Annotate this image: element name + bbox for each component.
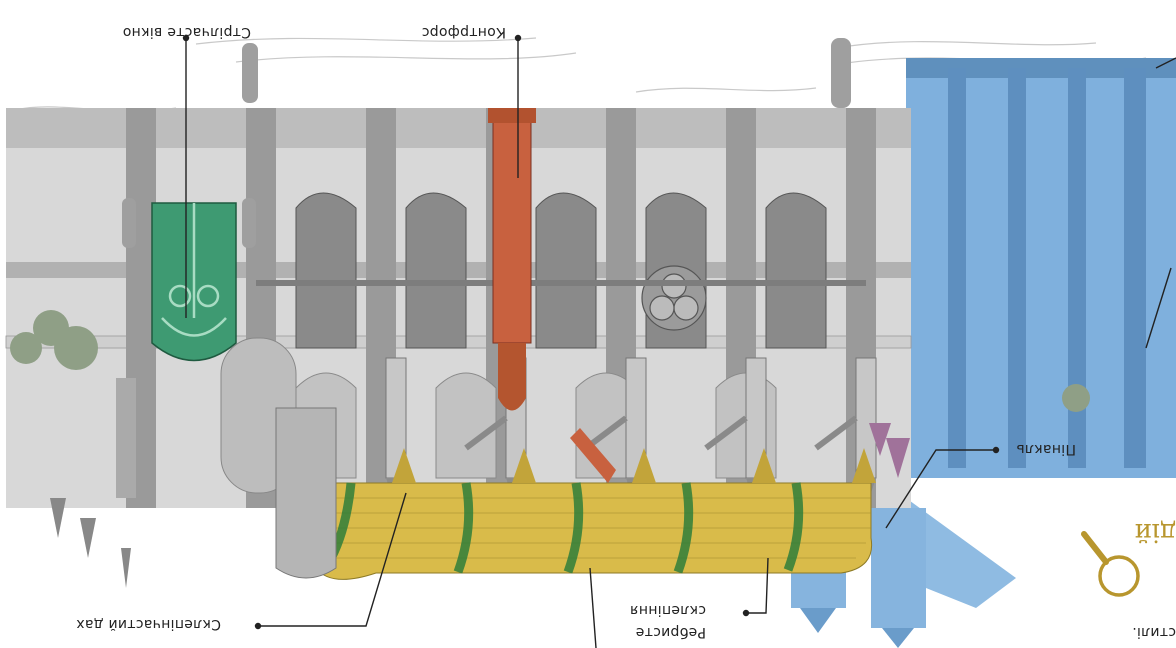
label-partial-word: дій (1134, 517, 1176, 547)
label-window: Стрілчасте вікно (122, 24, 251, 40)
label-buttress: Контрфорс (421, 24, 506, 40)
nave-wall (6, 108, 911, 508)
label-roof: Склепінчастий дах (76, 616, 221, 632)
label-partial-text: стилі. (1132, 624, 1176, 640)
label-ribs-1: Ребристе (635, 624, 706, 640)
pointed-arch-window (152, 203, 236, 361)
trefoil-window (642, 266, 706, 330)
label-pinnacle: Пінакль (1016, 441, 1076, 457)
magnifier-icon (1084, 534, 1138, 595)
label-ribs-2: склепіння (630, 602, 706, 618)
